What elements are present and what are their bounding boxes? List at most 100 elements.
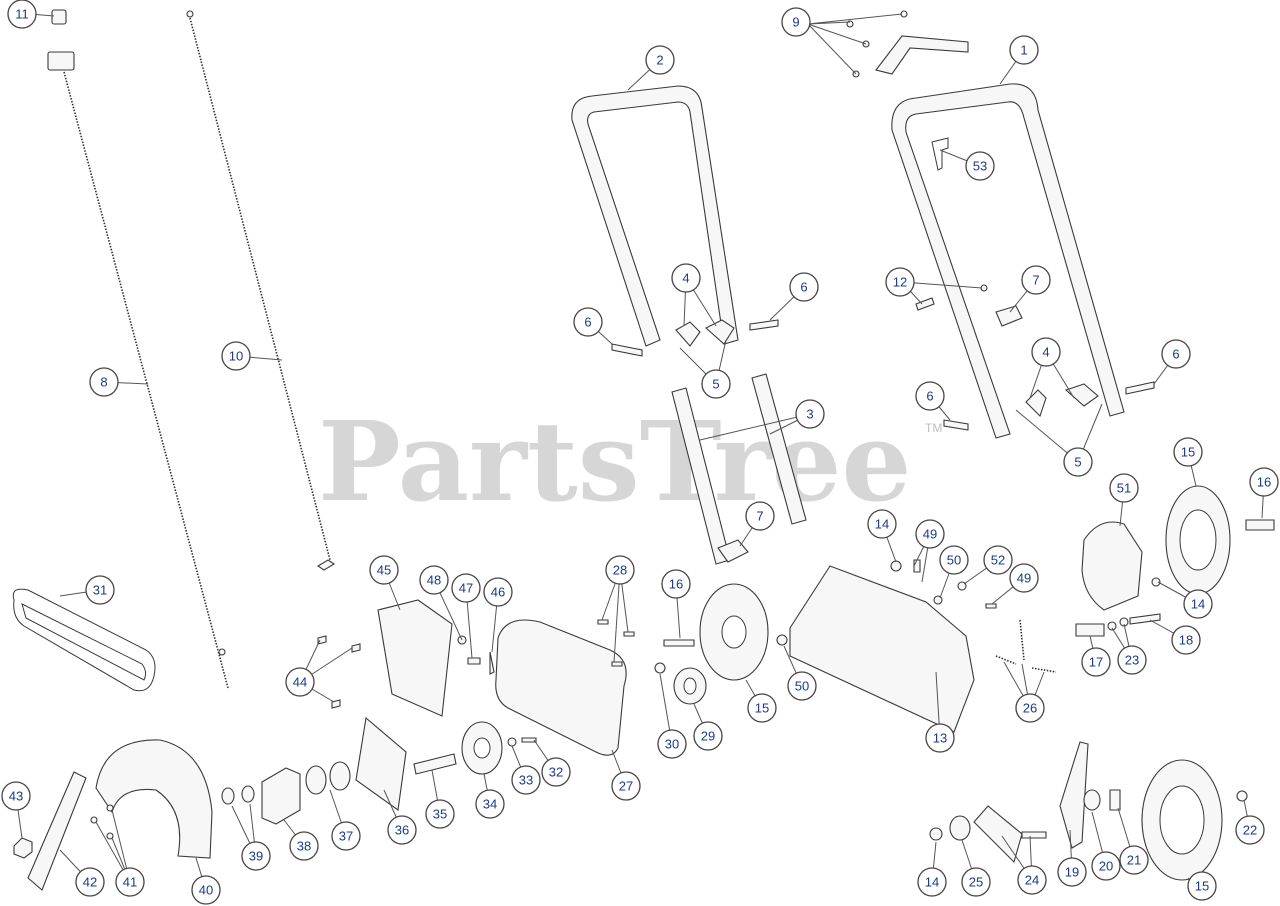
wheel-15-center[interactable] [699, 583, 769, 681]
callout-18[interactable]: 18 [1171, 625, 1201, 655]
callout-36[interactable]: 36 [387, 815, 417, 845]
callout-1[interactable]: 1 [1009, 35, 1039, 65]
cable-8[interactable] [47, 51, 229, 689]
nut-14-frame[interactable] [890, 560, 902, 572]
screws-28[interactable] [597, 619, 635, 667]
callout-30[interactable]: 30 [657, 729, 687, 759]
bolt-6-right-handle[interactable] [1125, 381, 1155, 395]
callout-29[interactable]: 29 [693, 721, 723, 751]
callout-53[interactable]: 53 [965, 151, 995, 181]
callout-20[interactable]: 20 [1091, 851, 1121, 881]
callout-15[interactable]: 15 [747, 693, 777, 723]
connector-11[interactable] [51, 9, 67, 25]
callout-12[interactable]: 12 [885, 267, 915, 297]
callout-25[interactable]: 25 [961, 867, 991, 897]
callout-14[interactable]: 14 [917, 867, 947, 897]
callout-50[interactable]: 50 [787, 671, 817, 701]
handle-knob-4[interactable] [675, 319, 735, 347]
callout-41[interactable]: 41 [115, 867, 145, 897]
callout-35[interactable]: 35 [425, 799, 455, 829]
callout-4[interactable]: 4 [671, 263, 701, 293]
callout-15[interactable]: 15 [1187, 871, 1217, 901]
callout-7[interactable]: 7 [745, 501, 775, 531]
bolt-16-right[interactable] [1245, 519, 1275, 531]
callout-31[interactable]: 31 [85, 575, 115, 605]
callout-22[interactable]: 22 [1235, 815, 1265, 845]
callout-13[interactable]: 13 [925, 723, 955, 753]
handle-knob-4-right[interactable] [1025, 383, 1099, 418]
bearing-housing-38[interactable] [261, 767, 301, 825]
callout-6[interactable]: 6 [1161, 339, 1191, 369]
clip-53[interactable] [931, 137, 949, 171]
bearing-37[interactable] [305, 761, 351, 795]
bolt-32[interactable] [521, 737, 537, 743]
belt-cover-27[interactable] [495, 619, 627, 756]
cover-plate-45[interactable] [377, 599, 453, 717]
callout-4[interactable]: 4 [1031, 337, 1061, 367]
callout-5[interactable]: 6 [573, 307, 603, 337]
callout-45[interactable]: 45 [369, 555, 399, 585]
callout-15[interactable]: 15 [1173, 437, 1203, 467]
callout-8[interactable]: 8 [89, 367, 119, 397]
wheel-cover-51[interactable] [1081, 521, 1143, 611]
callout-40[interactable]: 40 [191, 875, 221, 905]
blade-42[interactable] [27, 771, 87, 891]
callout-49[interactable]: 49 [915, 519, 945, 549]
callout-11[interactable]: 11 [7, 0, 37, 29]
callout-50[interactable]: 50 [939, 545, 969, 575]
bolt-21[interactable] [1109, 789, 1121, 811]
callout-3[interactable]: 3 [795, 399, 825, 429]
washers-39[interactable] [221, 785, 255, 805]
pulley-29[interactable] [673, 667, 707, 705]
springs-26[interactable] [995, 619, 1057, 673]
callout-43[interactable]: 43 [1, 781, 31, 811]
handle-1[interactable] [891, 83, 1125, 439]
bolt-6-lower[interactable] [943, 419, 969, 431]
pulley-34[interactable] [461, 721, 503, 775]
callout-24[interactable]: 24 [1017, 865, 1047, 895]
washer-20[interactable] [1083, 789, 1101, 811]
washer-50-52[interactable] [933, 581, 967, 605]
callout-6[interactable]: 6 [789, 272, 819, 302]
belt-31[interactable] [12, 588, 156, 692]
callout-14[interactable]: 14 [1183, 589, 1213, 619]
wheel-15-lower[interactable] [1141, 759, 1223, 881]
callout-5[interactable]: 5 [1063, 447, 1093, 477]
bracket-7-right[interactable] [995, 305, 1023, 327]
washer-33[interactable] [507, 737, 517, 747]
callout-52[interactable]: 52 [983, 545, 1013, 575]
nut-22[interactable] [1236, 790, 1248, 802]
callout-7[interactable]: 7 [1021, 265, 1051, 295]
callout-17[interactable]: 17 [1081, 647, 1111, 677]
bolts-41[interactable] [90, 804, 114, 840]
cable-10[interactable] [186, 10, 336, 571]
callout-19[interactable]: 19 [1057, 857, 1087, 887]
callout-33[interactable]: 33 [511, 765, 541, 795]
bolt-6-right[interactable] [749, 319, 779, 331]
callout-26[interactable]: 26 [1015, 693, 1045, 723]
callout-21[interactable]: 21 [1119, 845, 1149, 875]
pin-12[interactable] [915, 284, 988, 311]
callout-37[interactable]: 37 [331, 821, 361, 851]
callout-44[interactable]: 44 [285, 667, 315, 697]
bolt-6-left[interactable] [611, 343, 643, 357]
shaft-35[interactable] [413, 753, 457, 775]
callout-51[interactable]: 51 [1109, 473, 1139, 503]
callout-48[interactable]: 48 [419, 565, 449, 595]
nut-14-right[interactable] [1151, 577, 1161, 587]
callout-42[interactable]: 42 [75, 867, 105, 897]
frame-13[interactable] [789, 565, 975, 733]
upper-handle-2[interactable] [571, 85, 739, 347]
callout-16[interactable]: 16 [1249, 467, 1279, 497]
nut-30[interactable] [654, 662, 666, 674]
plate-36[interactable] [355, 716, 407, 811]
nut-43[interactable] [13, 837, 33, 859]
callout-32[interactable]: 32 [541, 757, 571, 787]
callout-27[interactable]: 27 [611, 771, 641, 801]
callout-14[interactable]: 14 [867, 509, 897, 539]
washer-25[interactable] [949, 815, 971, 841]
axle-17-18-23[interactable] [1075, 613, 1161, 637]
blade-19[interactable] [1059, 741, 1089, 849]
callout-5[interactable]: 5 [701, 369, 731, 399]
callout-28[interactable]: 28 [605, 555, 635, 585]
